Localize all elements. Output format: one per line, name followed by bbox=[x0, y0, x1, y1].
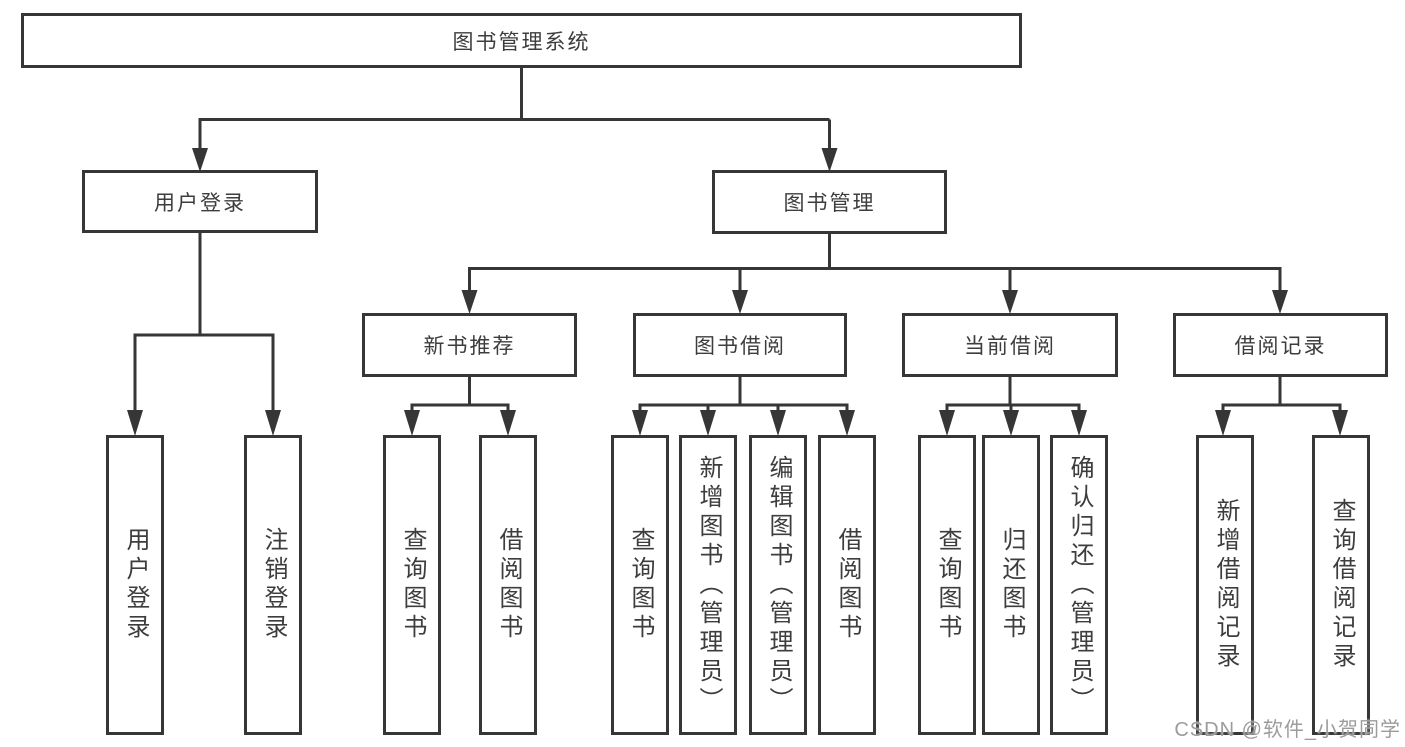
leaf-add-book-admin: 新增图书（管理员） bbox=[679, 435, 737, 735]
leaf-confirm-return-admin: 确认归还（管理员） bbox=[1050, 435, 1108, 735]
connector-lines bbox=[133, 68, 1342, 414]
leaf-query-borrow-record: 查询借阅记录 bbox=[1312, 435, 1370, 735]
leaf-current-query-book: 查询图书 bbox=[918, 435, 976, 735]
node-library-management-system: 图书管理系统 bbox=[21, 13, 1022, 68]
leaf-user-login: 用户登录 bbox=[106, 435, 164, 735]
csdn-watermark: CSDN @软件_小贺同学 bbox=[1174, 719, 1401, 741]
node-user-login: 用户登录 bbox=[82, 170, 318, 233]
leaf-borrow-query-book: 查询图书 bbox=[611, 435, 669, 735]
node-current-borrow: 当前借阅 bbox=[902, 313, 1118, 377]
leaf-logout: 注销登录 bbox=[244, 435, 302, 735]
leaf-add-borrow-record: 新增借阅记录 bbox=[1196, 435, 1254, 735]
arrowheads bbox=[127, 148, 1348, 436]
node-new-book-recommend: 新书推荐 bbox=[362, 313, 577, 377]
leaf-recommend-query-book: 查询图书 bbox=[383, 435, 441, 735]
leaf-return-book: 归还图书 bbox=[982, 435, 1040, 735]
leaf-borrow-book: 借阅图书 bbox=[818, 435, 876, 735]
leaf-recommend-borrow-book: 借阅图书 bbox=[479, 435, 537, 735]
node-borrow-records: 借阅记录 bbox=[1173, 313, 1388, 377]
leaf-edit-book-admin: 编辑图书（管理员） bbox=[749, 435, 807, 735]
node-book-borrow: 图书借阅 bbox=[633, 313, 847, 377]
node-book-management: 图书管理 bbox=[712, 170, 947, 234]
